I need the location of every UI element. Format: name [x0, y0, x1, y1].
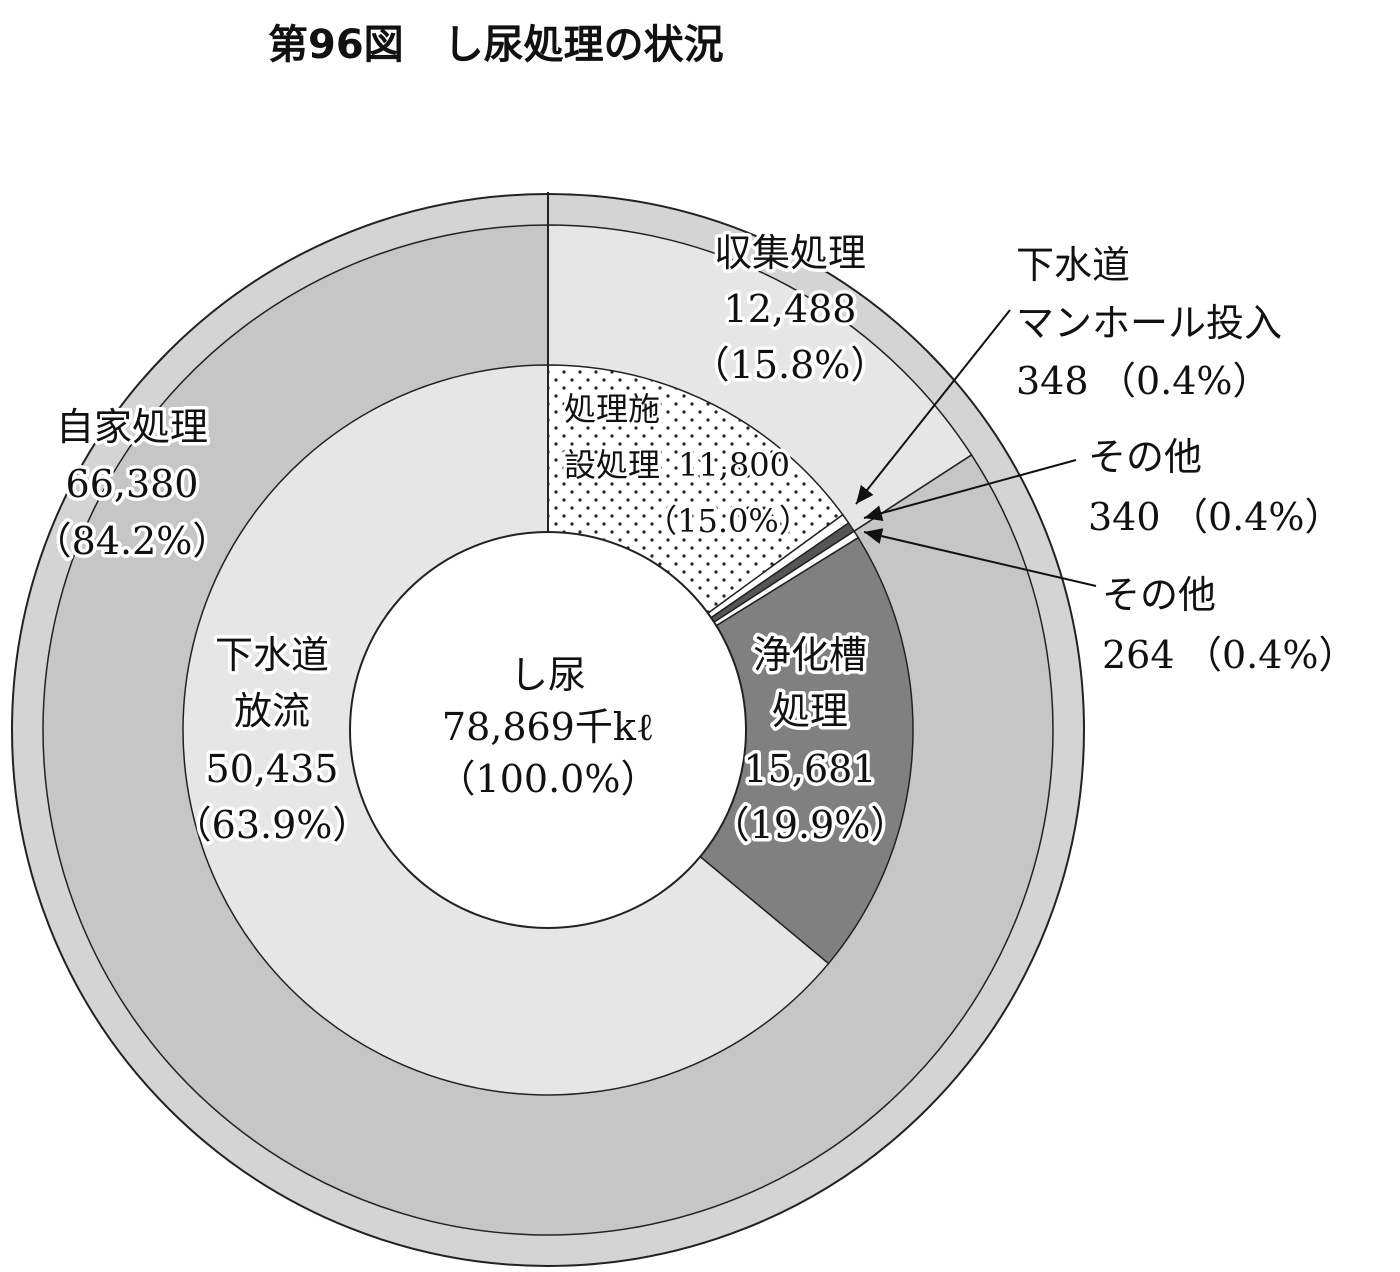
label-sewer-name-1: 下水道	[215, 633, 329, 677]
center-percent: （100.0%）	[438, 757, 659, 801]
label-manhole-percent: （0.4%）	[1098, 359, 1271, 403]
label-self-value: 66,380	[66, 462, 199, 506]
label-facility-percent: （15.0%）	[645, 502, 811, 540]
label-sewer-name-2: 放流	[234, 689, 310, 733]
label-collection: 収集処理 12,488 （15.8%）	[688, 228, 892, 391]
center-value: 78,869千kℓ	[442, 705, 654, 749]
label-self-percent: （84.2%）	[34, 519, 231, 563]
callout-other-1: その他 340 （0.4%）	[863, 435, 1343, 539]
label-self-name: 自家処理	[56, 405, 208, 449]
label-collection-name: 収集処理	[714, 231, 866, 275]
label-manhole-name-1: 下水道	[1016, 243, 1130, 287]
callout-other-1-leader	[863, 459, 1077, 521]
label-self: 自家処理 66,380 （84.2%）	[30, 402, 234, 567]
label-facility-value: 11,800	[678, 446, 790, 484]
label-sewer: 下水道 放流 50,435 （63.9%）	[170, 630, 374, 851]
label-sewer-percent: （63.9%）	[174, 803, 371, 847]
label-other-1-name: その他	[1088, 435, 1202, 479]
center-name: し尿	[510, 653, 586, 697]
label-collection-value: 12,488	[724, 287, 857, 331]
label-sewer-value: 50,435	[206, 747, 339, 791]
label-other-2-percent: （0.4%）	[1184, 633, 1357, 677]
label-collection-percent: （15.8%）	[692, 343, 889, 387]
label-other-1-value: 340	[1088, 495, 1161, 539]
label-manhole-value: 348	[1016, 359, 1089, 403]
label-septic-name-1: 浄化槽	[753, 633, 867, 677]
label-facility-name-1: 処理施	[564, 390, 660, 428]
callout-manhole-leader	[855, 309, 1011, 505]
label-manhole-name-2: マンホール投入	[1016, 301, 1282, 345]
callout-other-2-leader	[863, 528, 1097, 587]
label-septic-name-2: 処理	[772, 689, 848, 733]
chart-title: 第96図 し尿処理の状況	[268, 22, 724, 68]
callout-manhole: 下水道 マンホール投入 348 （0.4%）	[855, 243, 1282, 505]
label-other-2-value: 264	[1102, 633, 1175, 677]
center-label: し尿 78,869千kℓ （100.0%）	[438, 653, 659, 801]
label-other-1-percent: （0.4%）	[1170, 495, 1343, 539]
label-septic-value: 15,681	[744, 747, 877, 791]
label-facility: 処理施 設処理 11,800 （15.0%）	[560, 387, 814, 544]
label-septic-percent: （19.9%）	[712, 803, 909, 847]
label-other-2-name: その他	[1102, 573, 1216, 617]
label-facility-name-2: 設処理	[564, 446, 660, 484]
label-septic: 浄化槽 処理 15,681 （19.9%）	[708, 630, 912, 851]
callout-other-2: その他 264 （0.4%）	[863, 528, 1357, 677]
